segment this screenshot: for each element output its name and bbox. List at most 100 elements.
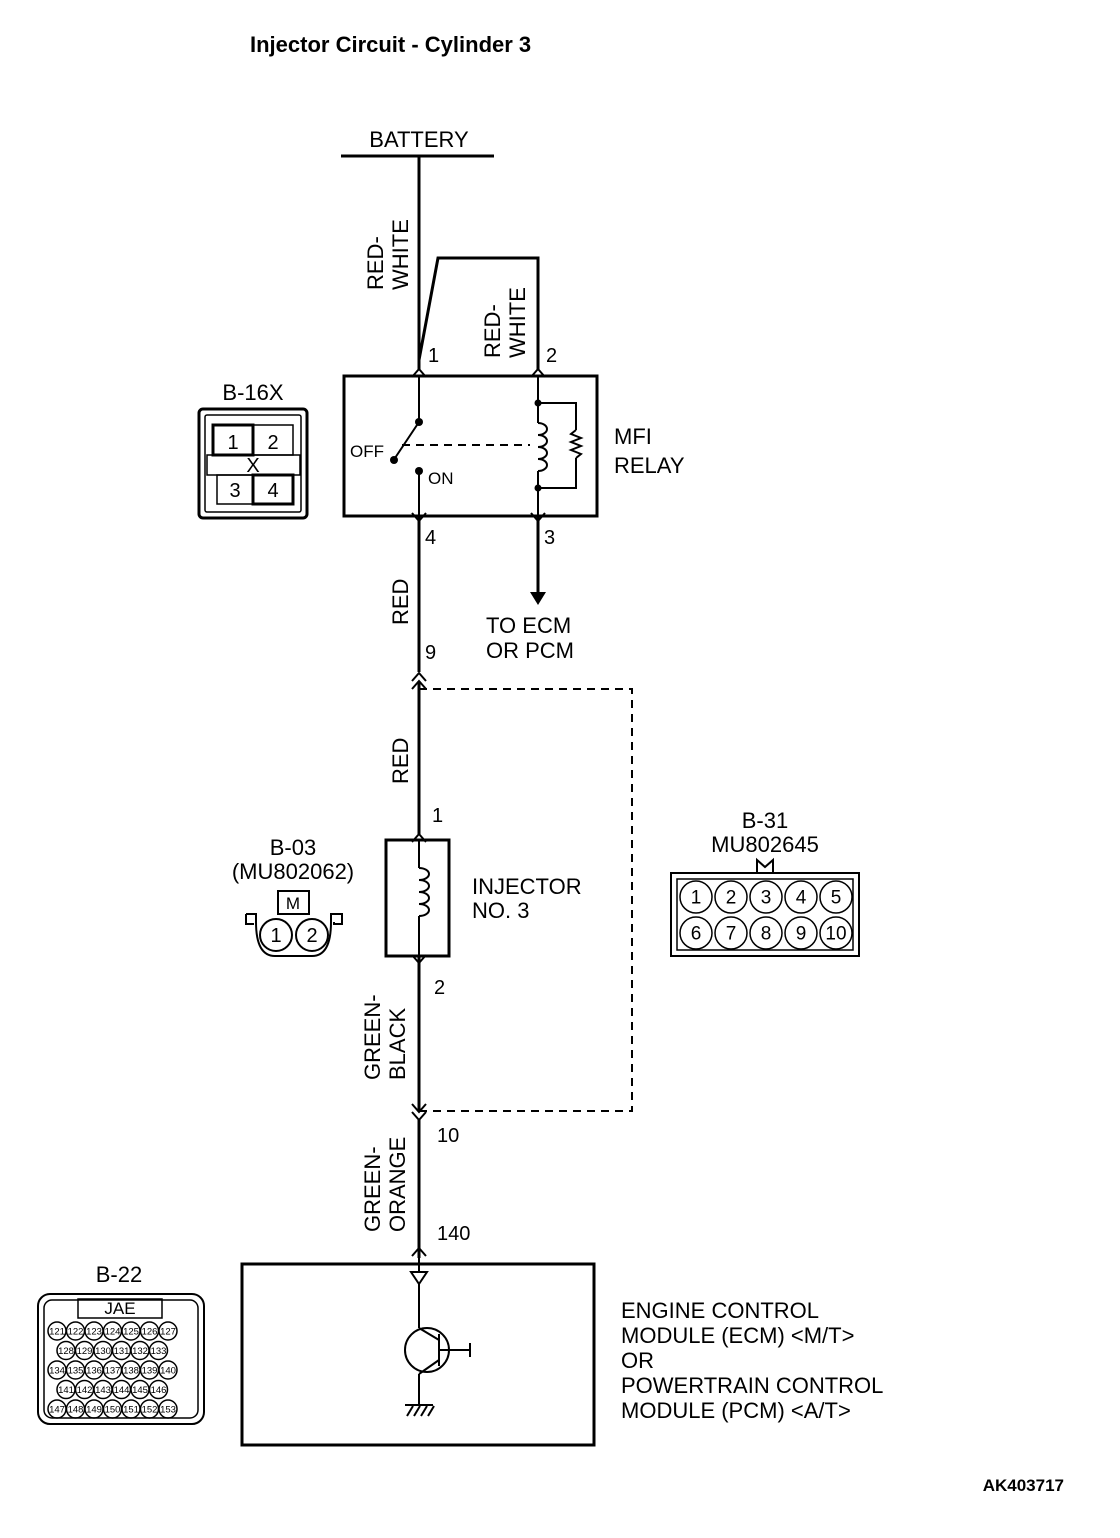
ground-hatch-1 xyxy=(406,1405,414,1417)
connector-b22-pin: 146 xyxy=(151,1385,167,1396)
connector-b31-pin-circle xyxy=(749,916,783,950)
wire-color-red-white-2a: RED- xyxy=(480,304,505,358)
connector-b31-pin: 4 xyxy=(796,888,807,909)
connector-chevron-junction10-top xyxy=(411,1103,427,1114)
injector-coil-icon xyxy=(418,867,430,917)
connector-b22-pin: 121 xyxy=(49,1326,65,1337)
junction-9-label: 9 xyxy=(425,642,436,664)
wire-battery-to-relay-pin2[interactable] xyxy=(417,256,540,370)
connector-b31-pin-circle xyxy=(819,880,853,914)
connector-b22-pin: 151 xyxy=(123,1404,139,1415)
injector-name-line1: INJECTOR xyxy=(472,874,582,899)
connector-b22-pin-circle xyxy=(158,1321,178,1341)
arrow-down-icon xyxy=(530,592,546,605)
connector-b22-pin: 132 xyxy=(132,1346,148,1357)
relay-switch-pivot xyxy=(390,456,398,464)
relay-off-label: OFF xyxy=(350,442,384,461)
connector-b22-pin: 126 xyxy=(142,1326,158,1337)
connector-b22-label: B-22 xyxy=(96,1262,142,1287)
transistor-collector-lead xyxy=(418,1327,440,1341)
mfi-relay-box[interactable] xyxy=(342,374,599,518)
connector-b22-pin: 122 xyxy=(68,1326,84,1337)
connector-b22-pin: 124 xyxy=(105,1326,121,1337)
connector-b22-pin: 130 xyxy=(95,1346,111,1357)
connector-b31-pin: 2 xyxy=(726,888,737,909)
connector-b03: B-03 (MU802062) M 1 2 xyxy=(232,835,354,957)
wire-color-red-white-1b: WHITE xyxy=(388,219,413,290)
connector-b22-pin: 131 xyxy=(114,1346,130,1357)
connector-b31-pin: 10 xyxy=(825,924,846,945)
connector-b31-pin: 3 xyxy=(761,888,772,909)
connector-b03-part: (MU802062) xyxy=(232,859,354,884)
connector-b22-pin: 128 xyxy=(58,1346,74,1357)
injector-no3-box[interactable] xyxy=(384,838,451,958)
connector-b22-pin: 140 xyxy=(160,1365,176,1376)
connector-b22-pin: 136 xyxy=(86,1365,102,1376)
connector-chevron-junction9-top xyxy=(411,671,427,682)
connector-b31-pin-circle xyxy=(784,916,818,950)
battery-label: BATTERY xyxy=(369,127,469,152)
connector-b22-pin: 145 xyxy=(132,1385,148,1396)
connector-b22-pin: 127 xyxy=(160,1326,176,1337)
relay-output-label-line2: OR PCM xyxy=(486,638,574,663)
connector-b22-pin: 144 xyxy=(114,1385,130,1396)
connector-b22-pin: 134 xyxy=(49,1365,65,1376)
ground-hatch-3 xyxy=(420,1405,428,1417)
connector-b16x-mark: X xyxy=(246,455,259,477)
connector-b22-pin: 142 xyxy=(77,1385,93,1396)
connector-b22-pin: 153 xyxy=(160,1404,176,1415)
connector-b03-mark: M xyxy=(286,894,300,913)
relay-pin-4-label: 4 xyxy=(425,527,436,549)
connector-b31-pin-circle xyxy=(679,916,713,950)
connector-b22-pin: 139 xyxy=(142,1365,158,1376)
connector-chevron-ecm-pin140 xyxy=(411,1246,427,1257)
transistor-emitter-lead xyxy=(418,1359,440,1375)
injector-pin-1-label: 1 xyxy=(432,805,443,827)
connector-b16x: B-16X 1 2 3 4 X xyxy=(197,380,309,520)
connector-b16x-pin: 1 xyxy=(227,432,238,454)
ecm-pin-140-label: 140 xyxy=(437,1223,470,1245)
connector-b31-pin-circle xyxy=(819,916,853,950)
wire-color-green-black-a: GREEN- xyxy=(360,994,385,1080)
connector-b22-pin-circle xyxy=(148,1340,169,1361)
connector-b31-label: B-31 xyxy=(742,808,788,833)
connector-b16x-pin: 4 xyxy=(267,480,278,502)
connector-b22-pin-circle xyxy=(158,1360,178,1380)
connector-b22-pin: 123 xyxy=(86,1326,102,1337)
connector-b31-pin-circle xyxy=(714,916,748,950)
connector-b31-pin: 7 xyxy=(726,924,737,945)
relay-resistor-icon xyxy=(568,429,584,459)
connector-b16x-pin: 3 xyxy=(229,480,240,502)
figure-id: AK403717 xyxy=(983,1476,1064,1495)
connector-b22-pin: 143 xyxy=(95,1385,111,1396)
wire-color-green-orange-a: GREEN- xyxy=(360,1146,385,1232)
ecm-label-line3: OR xyxy=(621,1348,654,1373)
connector-b16x-label: B-16X xyxy=(222,380,283,405)
connector-b22-pin: 152 xyxy=(142,1404,158,1415)
connector-b22-pin: 137 xyxy=(105,1365,121,1376)
connector-b22-pin: 150 xyxy=(105,1404,121,1415)
connector-b22-pin: 141 xyxy=(58,1385,74,1396)
connector-b22-pin: 148 xyxy=(68,1404,84,1415)
ecm-label-line2: MODULE (ECM) <M/T> xyxy=(621,1323,854,1348)
connector-b31-pin-circle xyxy=(784,880,818,914)
connector-b22-pin: 125 xyxy=(123,1326,139,1337)
ground-hatch-2 xyxy=(413,1405,421,1417)
mfi-relay-name-line1: MFI xyxy=(614,424,652,449)
connector-b22-mark: JAE xyxy=(104,1299,135,1318)
ecm-input-arrow-icon xyxy=(409,1271,429,1286)
connector-b22-pin: 133 xyxy=(151,1346,167,1357)
relay-on-label: ON xyxy=(428,469,454,488)
connector-b16x-pin: 2 xyxy=(267,432,278,454)
connector-chevron-relay-pin2 xyxy=(530,367,546,378)
wire-color-green-orange-b: ORANGE xyxy=(385,1137,410,1232)
wire-color-red-2: RED xyxy=(388,738,413,784)
relay-coil-icon xyxy=(537,422,548,472)
connector-b22-pin: 147 xyxy=(49,1404,65,1415)
diagram-title: Injector Circuit - Cylinder 3 xyxy=(250,32,531,57)
connector-b22-pin-circle xyxy=(158,1399,178,1419)
relay-switch-blade xyxy=(394,421,420,459)
